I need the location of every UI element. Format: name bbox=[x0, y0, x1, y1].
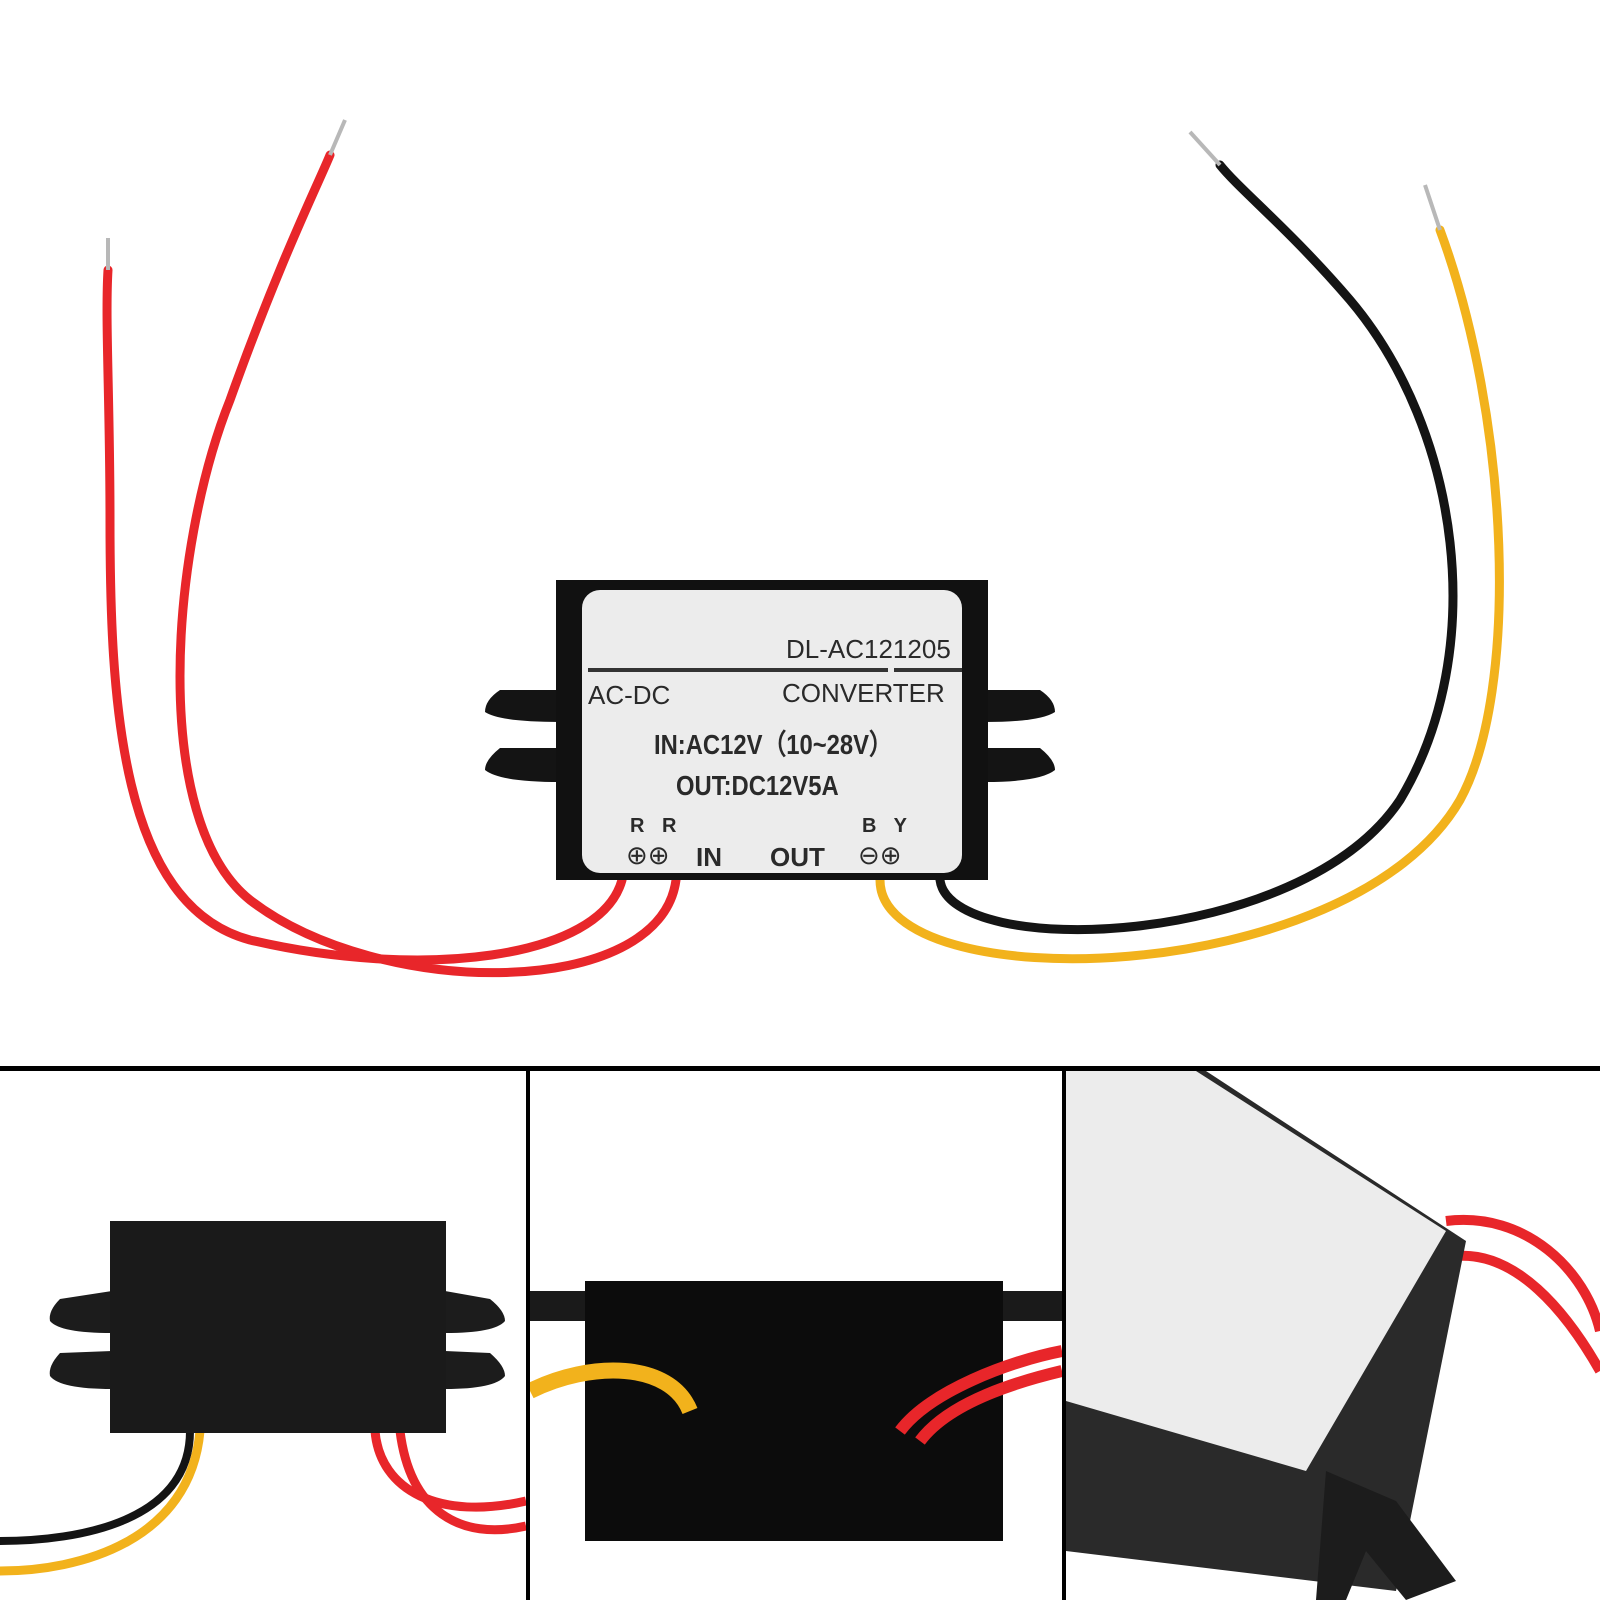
panel-rear-view bbox=[0, 1071, 526, 1600]
type-right: CONVERTER bbox=[782, 678, 945, 708]
panel-divider-vertical-2 bbox=[1062, 1066, 1066, 1600]
in-wire-colors: R R bbox=[630, 815, 683, 837]
panel-wire-exit-view bbox=[530, 1071, 1062, 1600]
main-product-view: DL-AC121205 AC-DC CONVERTER IN:AC12V（10~… bbox=[102, 119, 1504, 978]
polarity-icons-out: ⊖⊕ bbox=[858, 840, 902, 870]
panel-angled-label-view bbox=[1066, 1071, 1600, 1600]
out-label: OUT bbox=[770, 842, 825, 872]
output-spec: OUT:DC12V5A bbox=[676, 770, 839, 801]
model-number: DL-AC121205 bbox=[786, 634, 951, 664]
wires-illustration bbox=[102, 119, 1504, 978]
type-left: AC-DC bbox=[588, 680, 671, 710]
in-label: IN bbox=[696, 842, 722, 872]
polarity-icons-in: ⊕⊕ bbox=[626, 840, 670, 870]
out-wire-colors: B Y bbox=[862, 815, 913, 837]
panel-divider-horizontal bbox=[0, 1066, 1600, 1071]
panel-divider-vertical-1 bbox=[526, 1066, 530, 1600]
input-spec: IN:AC12V（10~28V） bbox=[654, 729, 893, 760]
